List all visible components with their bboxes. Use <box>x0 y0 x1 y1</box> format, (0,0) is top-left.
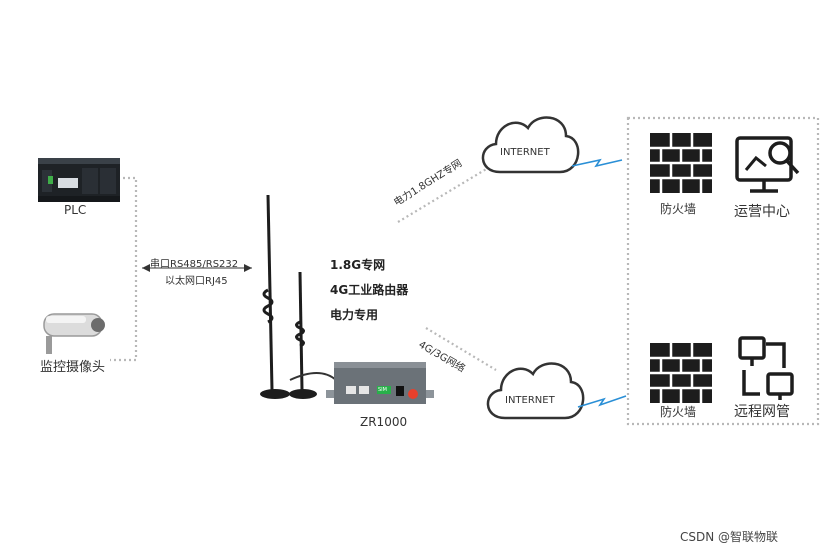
cloud-bottom-label: INTERNET <box>505 395 555 406</box>
router-sim-label: SIM <box>378 387 387 393</box>
serial-line1-label: 串口RS485/RS232 <box>150 259 239 270</box>
plc-label: PLC <box>64 203 87 217</box>
plc-connector <box>110 176 138 362</box>
firewall-brick-lines <box>650 133 712 403</box>
camera-icon <box>43 313 105 354</box>
firewall-top-label: 防火墙 <box>660 202 697 216</box>
cloud-icon-bottom <box>486 362 585 420</box>
lightning-icon-top <box>571 158 623 168</box>
remote-management-label: 远程网管 <box>734 404 790 420</box>
router-label: ZR1000 <box>360 415 408 429</box>
serial-arrow <box>142 264 252 272</box>
connector-lines <box>110 116 820 426</box>
operations-center-icon <box>735 136 800 193</box>
right-panel-frame <box>626 116 820 426</box>
remote-management-icon <box>738 336 794 400</box>
router-icon <box>326 362 434 404</box>
firewall-bottom-label: 防火墙 <box>660 405 697 419</box>
serial-line2-label: 以太网口RJ45 <box>165 276 228 287</box>
antenna-icons <box>260 194 337 399</box>
cloud-top-label: INTERNET <box>500 147 550 158</box>
cloud-icon-top <box>481 116 580 174</box>
operations-center-label: 运营中心 <box>734 204 790 220</box>
watermark: CSDN @智联物联 <box>680 530 779 544</box>
lightning-icon-bottom <box>577 395 627 408</box>
lower-network-link <box>425 327 497 371</box>
camera-label: 监控摄像头 <box>40 360 106 375</box>
router-sim-slot <box>377 386 391 394</box>
lightning-links <box>571 158 627 408</box>
router-feature-1: 1.8G专网 <box>330 258 386 272</box>
router-feature-3: 电力专用 <box>330 308 379 322</box>
router-feature-2: 4G工业路由器 <box>330 283 409 297</box>
plc-icon <box>38 158 120 202</box>
